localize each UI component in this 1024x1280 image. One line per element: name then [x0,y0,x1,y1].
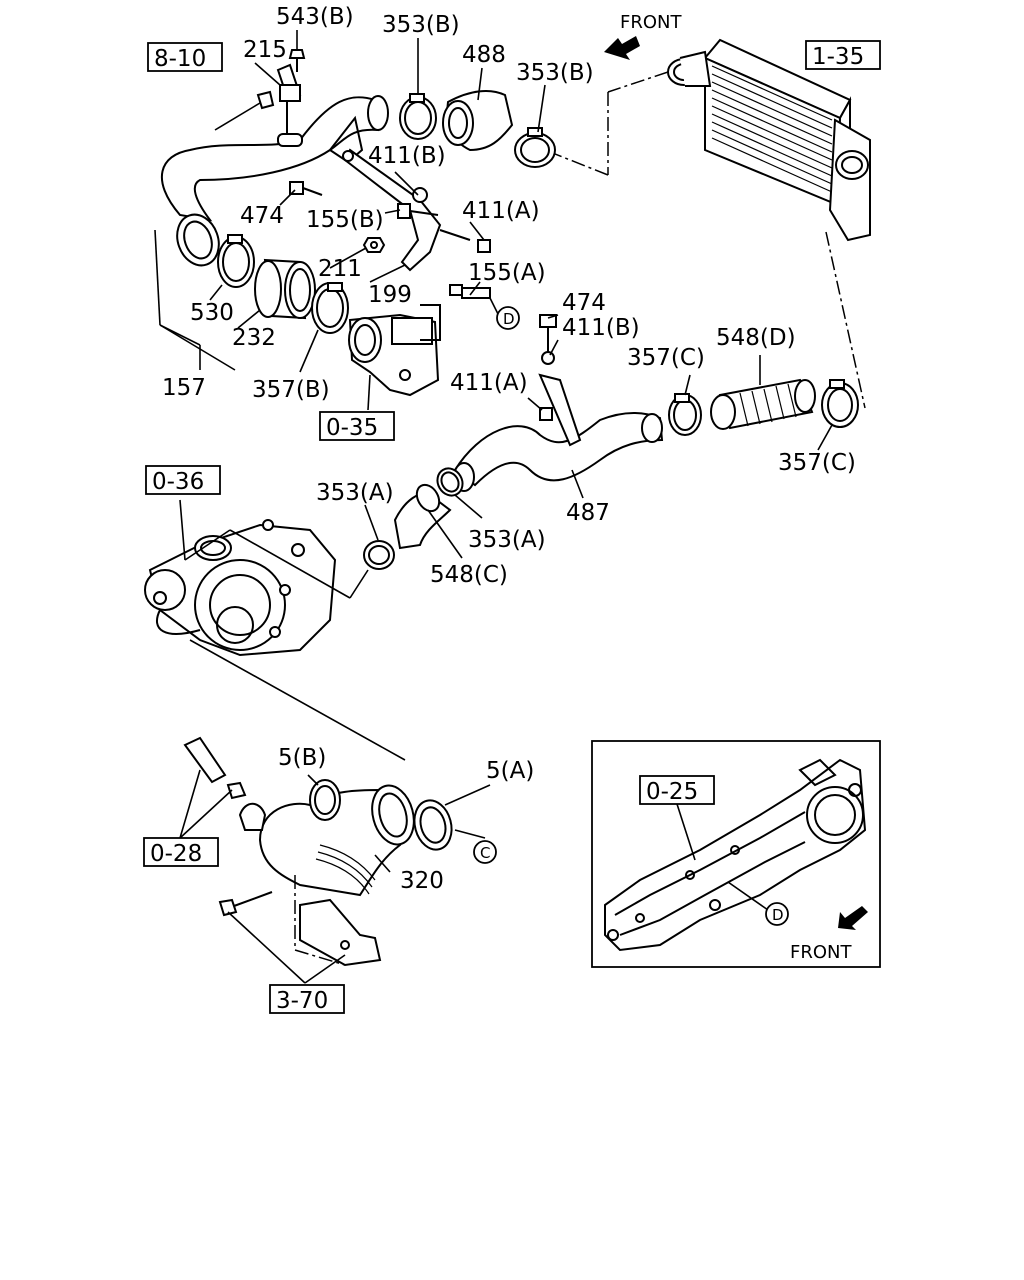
front-label-top: FRONT [620,12,682,33]
label-474-right: 474 [562,290,606,316]
label-543b: 543(B) [276,4,354,30]
sensor-215 [276,63,303,147]
front-arrow-icon [838,906,868,930]
clamp-353b-top [399,93,437,140]
bracket-199 [342,148,442,272]
ref-8-10: 8-10 [154,46,206,72]
label-155b: 155(B) [306,207,384,233]
clamp-353a-mid [436,467,464,497]
bolt-474-left [289,181,323,196]
label-548c: 548(C) [430,562,508,588]
hose-548c [393,483,452,550]
label-474-left: 474 [240,203,284,229]
bracket-487 [538,314,582,447]
label-411b-top: 411(B) [368,143,446,169]
label-320: 320 [400,868,444,894]
ref-3-70: 3-70 [276,988,328,1014]
label-530: 530 [190,300,234,326]
label-487: 487 [566,500,610,526]
label-215: 215 [243,37,287,63]
clamp-530 [217,234,255,288]
clamp-357c-right [821,379,859,428]
clamp-357c-left [668,393,702,436]
label-157: 157 [162,375,206,401]
clamp-353b-right [514,127,556,168]
label-199: 199 [368,282,412,308]
clamp-5b [309,779,341,821]
ref-0-35: 0-35 [326,415,378,441]
label-353b-right: 353(B) [516,60,594,86]
label-5b: 5(B) [278,745,326,771]
label-357b: 357(B) [252,377,330,403]
label-411b-right: 411(B) [562,315,640,341]
nut-211 [362,237,386,253]
bolt-3-70 [218,891,273,917]
label-155a: 155(A) [468,260,546,286]
air-hose-157 [161,95,389,267]
marker-c-mid: C [480,844,490,862]
label-411a-top: 411(A) [462,198,540,224]
label-211: 211 [318,256,362,282]
ref-1-35: 1-35 [812,44,864,70]
label-411a-right: 411(A) [450,370,528,396]
sleeve-232 [254,258,316,320]
pipe-487 [453,412,664,492]
label-357c-top: 357(C) [627,345,705,371]
bracket-3-70 [299,898,382,967]
label-357c-bottom: 357(C) [778,450,856,476]
leader-lines [154,30,833,984]
label-488: 488 [462,42,506,68]
inset-panel: 0-25 D FRONT [591,740,881,968]
ref-0-25: 0-25 [646,779,698,805]
turbocharger [144,519,337,657]
intercooler [667,38,871,242]
bolt-155a [449,284,491,299]
stud-411a-top [439,229,491,253]
bolt-543b [288,49,306,72]
front-label-inset: FRONT [790,942,852,963]
pipe-320 [238,784,415,897]
front-arrow-icon [604,36,640,60]
label-353a-mid: 353(A) [468,527,546,553]
ref-0-28: 0-28 [150,841,202,867]
clamp-353a-left [363,540,395,570]
clamp-357b [311,282,349,334]
label-548d: 548(D) [716,325,796,351]
hose-0-28 [183,736,247,800]
marker-d-top: D [503,310,515,328]
label-232: 232 [232,325,276,351]
label-353b-top: 353(B) [382,12,460,38]
label-5a: 5(A) [486,758,534,784]
clamp-5a [413,799,453,851]
label-353a-left: 353(A) [316,480,394,506]
ref-0-36: 0-36 [152,469,204,495]
hose-488 [442,89,514,152]
marker-d-inset: D [772,906,784,924]
intake-manifold [604,758,867,952]
throttle-body [348,304,441,397]
hose-548d [710,378,816,430]
hose-8-10 [214,90,275,131]
bolt-155b [397,203,439,219]
